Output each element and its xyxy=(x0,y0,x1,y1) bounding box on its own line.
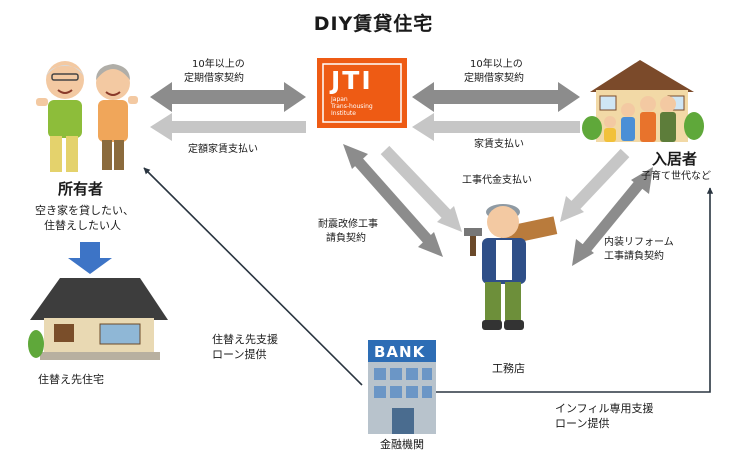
bank-label: 金融機関 xyxy=(380,438,424,451)
jti-logo-text: JTI xyxy=(331,66,373,95)
tenant-payment-head xyxy=(560,196,584,222)
new-home-label: 住替え先住宅 xyxy=(38,373,104,386)
jti-sub-line: Trans-housing xyxy=(331,103,373,110)
owner-rent-label: 定額家賃支払い xyxy=(188,144,258,155)
owner-to-home-arrow xyxy=(68,242,112,274)
interior-head-top xyxy=(631,167,653,194)
tenant-lease-label-2: 定期借家契約 xyxy=(464,73,524,84)
seismic-label-2: 請負契約 xyxy=(326,233,366,244)
infill-loan-label-1: インフィル専用支援 xyxy=(555,402,654,415)
page-title: DIY賃貸住宅 xyxy=(313,13,434,35)
construction-pay-label: 工事代金支払い xyxy=(462,175,532,186)
tenant-rent-label: 家賃支払い xyxy=(474,139,524,150)
jti-logo-subtext: Japan Trans-housing Institute xyxy=(331,96,373,117)
interior-label-1: 内装リフォーム xyxy=(604,237,674,248)
seismic-head-bottom xyxy=(418,232,443,257)
bank-sign: BANK xyxy=(374,343,426,361)
tenant-contractor-payment-arrow xyxy=(568,148,630,213)
jti-sub-line: Institute xyxy=(331,110,356,117)
tenant-jti-rent-arrow xyxy=(412,113,580,141)
owner-jti-lease-arrow xyxy=(150,82,306,112)
new-home-illustration xyxy=(28,278,168,360)
owner-lease-label-1: 10年以上の xyxy=(192,59,245,70)
jti-tenant-lease-arrow xyxy=(412,82,580,112)
relocation-loan-label-2: ローン提供 xyxy=(212,348,267,361)
owner-label: 所有者 xyxy=(58,180,104,198)
tenant-illustration xyxy=(582,60,704,142)
jti-sub-line: Japan xyxy=(331,96,348,103)
jti-contractor-payment-head xyxy=(437,206,462,232)
bank-tenant-loan-line xyxy=(434,187,714,393)
owner-desc-2: 住替えしたい人 xyxy=(44,219,121,232)
jti-logo xyxy=(317,58,407,128)
tenant-contractor-interior-arrow xyxy=(580,179,645,254)
infill-loan-label-2: ローン提供 xyxy=(555,417,610,430)
interior-label-2: 工事請負契約 xyxy=(604,251,664,262)
seismic-label-1: 耐震改修工事 xyxy=(318,219,378,230)
owner-lease-label-2: 定期借家契約 xyxy=(184,73,244,84)
contractor-illustration xyxy=(464,204,558,330)
owner-illustration xyxy=(36,61,138,172)
owner-desc-1: 空き家を貸したい、 xyxy=(35,204,134,217)
jti-contractor-seismic-arrow xyxy=(352,156,433,244)
seismic-head-top xyxy=(343,144,368,169)
jti-contractor-payment-arrow xyxy=(380,145,455,223)
tenant-lease-label-1: 10年以上の xyxy=(470,59,523,70)
relocation-loan-label-1: 住替え先支援 xyxy=(212,333,278,346)
tenant-sub: 子育て世代など xyxy=(641,171,711,182)
jti-owner-rent-arrow xyxy=(150,113,306,141)
interior-head-bottom xyxy=(572,239,594,266)
tenant-label: 入居者 xyxy=(652,150,698,168)
contractor-label: 工務店 xyxy=(492,362,525,375)
bank-illustration xyxy=(368,340,436,434)
bank-owner-loan-line xyxy=(143,167,363,386)
